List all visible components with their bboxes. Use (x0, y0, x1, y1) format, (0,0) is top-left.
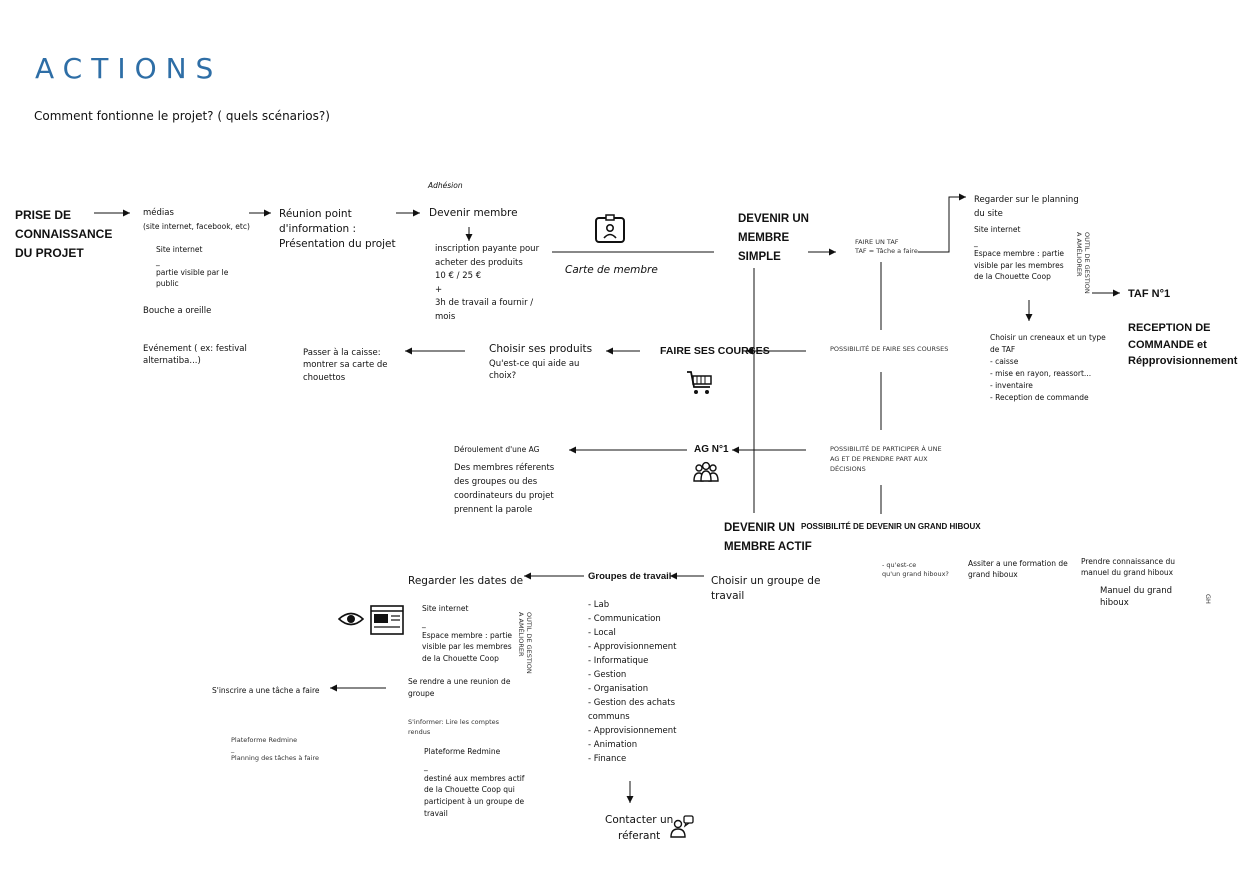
deroulement-ag: Déroulement d'une AG (454, 445, 540, 454)
redmine-membres-label: Plateforme Redmine (424, 747, 501, 756)
groupes-site-internet: Site internet (422, 604, 469, 613)
choisir-creneau: Choisir un creneaux et un type de TAF - … (990, 333, 1106, 402)
id-card-icon (595, 214, 625, 243)
grand-hiboux-mark: GH (1204, 594, 1212, 604)
faire-un-taf: FAIRE UN TAF TAF = Tâche a faire (855, 238, 918, 256)
devenir-membre-actif: DEVENIR UN MEMBRE ACTIF (724, 522, 812, 553)
quest-ce-grand-hiboux: - qu'est-ce qu'un grand hiboux? (882, 561, 949, 579)
groupes-outil-gestion-note: OUTIL DE GESTION A AMÉLIORER (517, 612, 533, 674)
site-internet-desc: _ partie visible par le public (156, 257, 229, 288)
possibilite-ag: POSSIBILITÉ DE PARTICIPER À UNE AG ET DE… (830, 445, 942, 474)
medias-label: médias (143, 208, 174, 218)
redmine-membres-desc: _ destiné aux membres actif de la Chouet… (424, 762, 525, 818)
passer-caisse: Passer à la caisse: montrer sa carte de … (303, 348, 388, 383)
outil-gestion-note: OUTIL DE GESTION A AMÉLIORER (1075, 232, 1091, 294)
group-icon (693, 461, 719, 482)
groupes-espace-membre: _ Espace membre : partie visible par les… (422, 619, 513, 663)
adhesion-label: Adhésion (428, 181, 463, 190)
devenir-membre: Devenir membre (429, 207, 518, 219)
eye-icon (338, 612, 364, 626)
faire-ses-courses: FAIRE SES COURSES (660, 345, 770, 357)
informer-comptes-rendus: S'informer: Lire les comptes rendus (408, 718, 500, 737)
prendre-connaissance-manuel: Prendre connaissance du manuel du grand … (1081, 557, 1176, 577)
carte-membre-label: Carte de membre (565, 264, 658, 276)
contacter-referant: Contacter un réferant (605, 814, 674, 843)
bouche-oreille: Bouche a oreille (143, 306, 212, 316)
screen-icon (370, 605, 404, 635)
user-chat-icon (670, 815, 694, 838)
choisir-groupe-travail: Choisir un groupe de travail (711, 575, 821, 603)
taf-n1: TAF N°1 (1128, 288, 1171, 300)
planning-site-internet: Site internet (974, 225, 1021, 234)
devenir-membre-simple: DEVENIR UN MEMBRE SIMPLE (738, 213, 809, 263)
page-title: ACTIONS (35, 52, 223, 85)
regarder-planning: Regarder sur le planning du site (974, 195, 1079, 220)
prise-de-connaissance: PRISE DE CONNAISSANCE DU PROJET (15, 208, 113, 261)
cart-icon (687, 371, 712, 394)
choisir-produits: Choisir ses produits (489, 343, 593, 355)
reception-commande: RECEPTION DE COMMANDE et Répprovisionnem… (1128, 322, 1238, 367)
medias-detail: (site internet, facebook, etc) (143, 222, 250, 231)
arrow-to-planning (918, 193, 966, 253)
ag-n1: AG N°1 (694, 444, 729, 455)
inscrire-tache: S'inscrire a une tâche a faire (212, 686, 320, 695)
reunion-information: Réunion point d'information : Présentati… (279, 208, 396, 251)
planning-espace-membre: _ Espace membre : partie visible par les… (974, 238, 1065, 281)
site-internet-label: Site internet (156, 245, 203, 254)
redmine-planning-label: Plateforme Redmine (231, 736, 298, 744)
groupes-list: - Lab - Communication - Local - Approvis… (588, 600, 677, 765)
membres-referents: Des membres réferents des groupes ou des… (454, 463, 555, 516)
groupes-de-travail: Groupes de travail (588, 571, 672, 582)
evenement-label: Evénement ( ex: festival alternatiba...) (143, 344, 247, 367)
inscription-details: inscription payante pour acheter des pro… (435, 244, 540, 322)
page-subtitle: Comment fontionne le projet? ( quels scé… (34, 109, 330, 123)
manuel-grand-hiboux: Manuel du grand hiboux (1100, 586, 1172, 609)
possibilite-courses: POSSIBILITÉ DE FAIRE SES COURSES (830, 345, 949, 353)
redmine-planning-desc: _ Planning des tâches à faire (231, 745, 319, 763)
reunion-groupe: Se rendre a une reunion de groupe (408, 677, 511, 698)
assister-formation: Assiter a une formation de grand hiboux (968, 559, 1068, 579)
regarder-dates: Regarder les dates de (408, 575, 524, 587)
possibilite-grand-hiboux: POSSIBILITÉ DE DEVENIR UN GRAND HIBOUX (801, 522, 981, 531)
aide-au-choix: Qu'est-ce qui aide au choix? (489, 359, 580, 382)
